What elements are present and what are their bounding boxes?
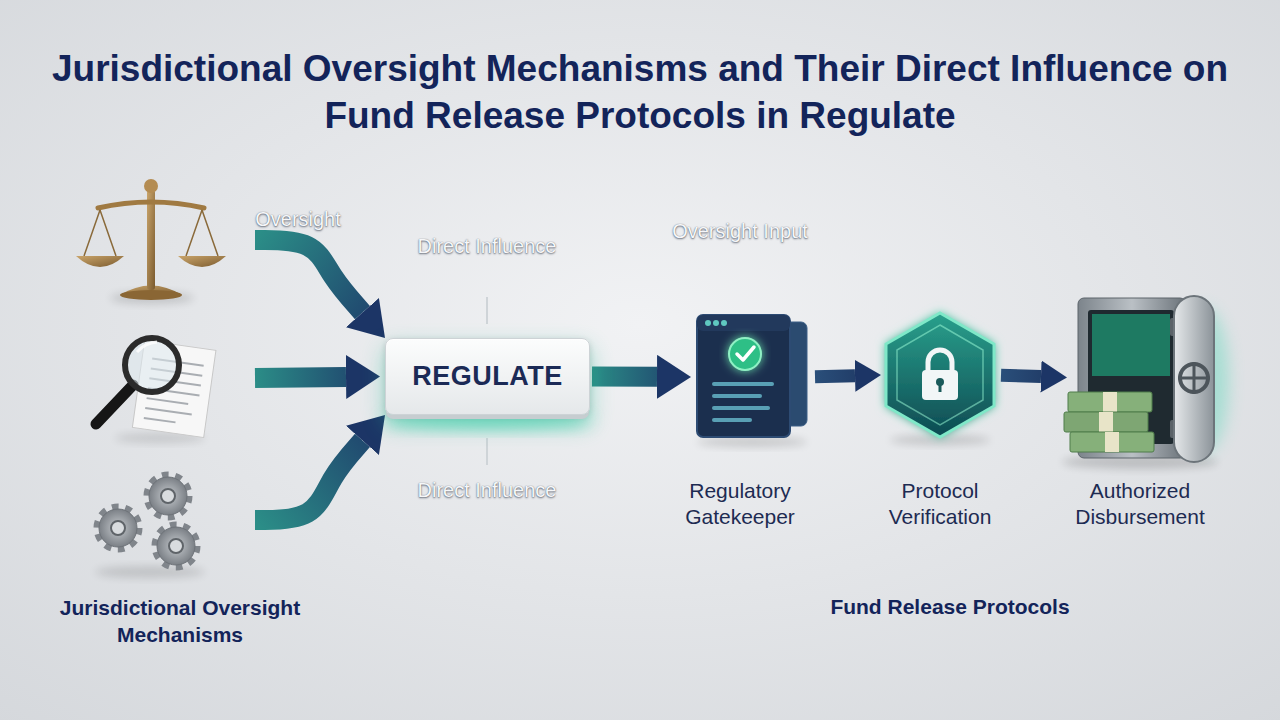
icon-node: Authorized Disbursement bbox=[1070, 295, 1210, 460]
flow-arrow bbox=[255, 240, 362, 313]
gatekeeper-icon bbox=[705, 320, 711, 326]
vault-icon bbox=[1062, 296, 1229, 469]
gears-icon bbox=[95, 566, 205, 578]
gears-icon bbox=[156, 526, 196, 566]
edge-label: Oversight bbox=[218, 207, 378, 232]
gears-icon bbox=[157, 527, 195, 565]
magnifier-icon bbox=[96, 385, 133, 424]
node-label: Protocol Verification bbox=[850, 478, 1030, 530]
scales-icon bbox=[144, 179, 158, 193]
node-label: Authorized Disbursement bbox=[1050, 478, 1230, 530]
gatekeeper-icon bbox=[697, 315, 807, 447]
scales-icon bbox=[84, 210, 218, 256]
flow-arrow bbox=[1001, 375, 1041, 376]
gears-icon bbox=[169, 539, 183, 553]
gatekeeper-icon bbox=[697, 437, 807, 447]
gatekeeper-icon bbox=[721, 320, 727, 326]
shield-lock-icon bbox=[939, 384, 942, 392]
box-label: REGULATE bbox=[412, 361, 563, 392]
gatekeeper-icon bbox=[713, 320, 719, 326]
flow-arrow bbox=[255, 440, 362, 520]
icon-node: Protocol Verification bbox=[885, 310, 995, 440]
gears-icon bbox=[99, 509, 137, 547]
gears-icon bbox=[161, 489, 175, 503]
gatekeeper-icon bbox=[712, 406, 770, 410]
annotation-label: Oversight Input bbox=[660, 219, 820, 244]
icon-group: Jurisdictional Oversight Mechanisms bbox=[75, 175, 255, 575]
tick-line bbox=[486, 438, 488, 465]
vault-icon bbox=[1092, 314, 1170, 376]
shield-lock-icon bbox=[922, 370, 958, 400]
annotation-label: Direct Influence bbox=[417, 478, 557, 503]
vault-icon bbox=[1105, 432, 1119, 452]
node-label: Regulatory Gatekeeper bbox=[650, 478, 830, 530]
gears-icon bbox=[95, 476, 205, 578]
gatekeeper-icon bbox=[737, 347, 754, 360]
gatekeeper-icon bbox=[712, 418, 752, 422]
gears-icon bbox=[98, 508, 138, 548]
vault-icon bbox=[1174, 296, 1214, 462]
scales-icon bbox=[76, 256, 124, 267]
shield-lock-icon bbox=[928, 350, 952, 372]
gatekeeper-icon bbox=[712, 394, 762, 398]
vault-icon bbox=[1178, 362, 1210, 394]
flow-arrow bbox=[815, 376, 855, 377]
scales-icon bbox=[178, 256, 226, 267]
process-box: REGULATE bbox=[385, 338, 590, 415]
gears-icon bbox=[111, 521, 125, 535]
flow-arrow bbox=[255, 377, 346, 378]
vault-icon bbox=[1099, 412, 1113, 432]
icon-node: Regulatory Gatekeeper bbox=[695, 313, 807, 441]
magnifier-icon bbox=[137, 342, 157, 352]
vault-icon bbox=[1103, 392, 1117, 412]
scales-icon bbox=[147, 190, 155, 290]
flow-arrow bbox=[592, 367, 657, 387]
vault-icon bbox=[1064, 412, 1148, 432]
scales-icon bbox=[76, 179, 226, 304]
vault-icon bbox=[1070, 432, 1154, 452]
gatekeeper-icon bbox=[697, 315, 790, 331]
magnifier-icon bbox=[125, 338, 179, 392]
scales-icon bbox=[120, 290, 182, 300]
tick-line bbox=[486, 297, 488, 324]
gears-icon bbox=[148, 476, 188, 516]
gatekeeper-icon bbox=[697, 315, 790, 437]
gatekeeper-icon bbox=[712, 382, 774, 386]
vault-icon bbox=[1068, 392, 1152, 412]
diagram-title: Jurisdictional Oversight Mechanisms and … bbox=[40, 45, 1240, 139]
magnifier-icon bbox=[96, 338, 216, 443]
shield-lock-icon bbox=[886, 313, 994, 437]
gatekeeper-icon bbox=[729, 338, 761, 370]
gears-icon bbox=[149, 477, 187, 515]
shield-lock-icon bbox=[897, 325, 983, 425]
group-label: Fund Release Protocols bbox=[750, 594, 1150, 620]
shield-lock-icon bbox=[886, 313, 994, 445]
scales-icon bbox=[98, 202, 204, 208]
node-label: Jurisdictional Oversight Mechanisms bbox=[30, 594, 330, 648]
annotation-label: Direct Influence bbox=[417, 234, 557, 259]
